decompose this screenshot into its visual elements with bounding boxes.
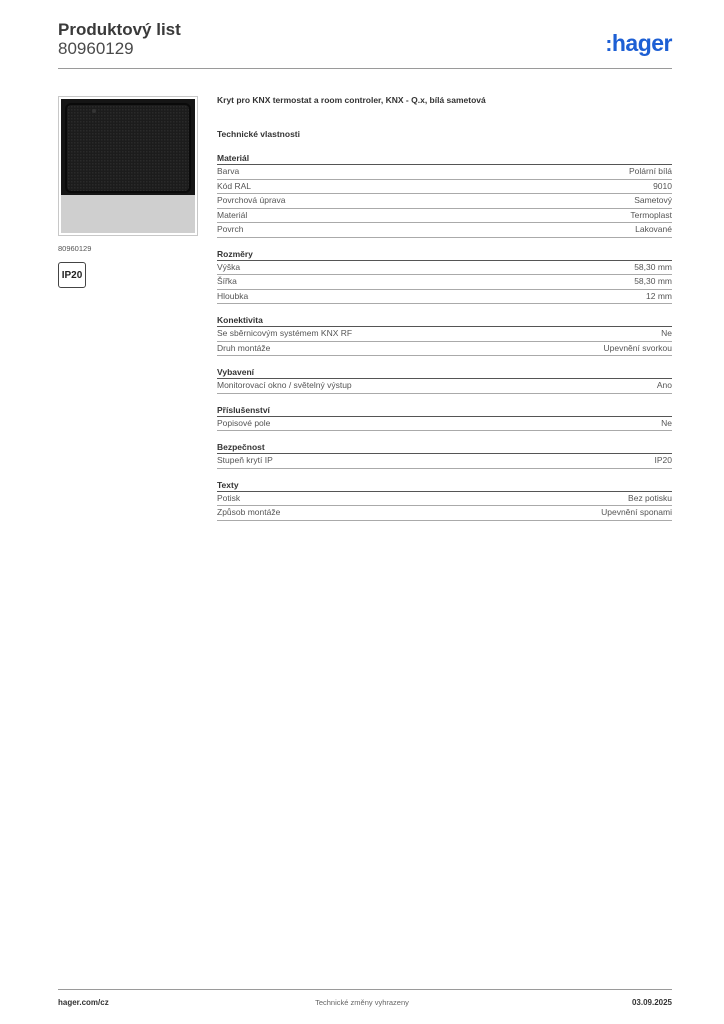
spec-label: Šířka bbox=[217, 276, 237, 286]
spec-value: Polární bílá bbox=[629, 166, 672, 176]
spec-group-title: Texty bbox=[217, 479, 672, 492]
spec-group-title: Konektivita bbox=[217, 314, 672, 327]
spec-row: Povrch Lakované bbox=[217, 223, 672, 238]
header-divider bbox=[58, 68, 672, 69]
specifications: Kryt pro KNX termostat a room controler,… bbox=[217, 94, 672, 531]
spec-label: Potisk bbox=[217, 492, 241, 503]
spec-label: Monitorovací okno / světelný výstup bbox=[217, 380, 352, 390]
footer-date: 03.09.2025 bbox=[631, 998, 672, 1007]
spec-label: Způsob montáže bbox=[217, 507, 281, 517]
spec-group-title: Rozměry bbox=[217, 248, 672, 261]
spec-label: Se sběrnicovým systémem KNX RF bbox=[217, 328, 353, 338]
spec-row: Se sběrnicovým systémem KNX RF Ne bbox=[217, 327, 672, 342]
footer-website[interactable]: hager.com/cz bbox=[58, 998, 109, 1007]
spec-value: 9010 bbox=[653, 180, 672, 191]
spec-group-title: Bezpečnost bbox=[217, 441, 672, 454]
spec-row: Stupeň krytí IP IP20 bbox=[217, 454, 672, 469]
spec-label: Výška bbox=[217, 261, 241, 272]
spec-row: Potisk Bez potisku bbox=[217, 492, 672, 506]
spec-value: Sametový bbox=[634, 195, 672, 205]
page-header: Produktový list 80960129 :hager bbox=[58, 20, 673, 70]
spec-value: IP20 bbox=[654, 455, 673, 465]
spec-label: Stupeň krytí IP bbox=[217, 455, 273, 465]
product-number: 80960129 bbox=[58, 39, 134, 58]
spec-value: Bez potisku bbox=[628, 492, 672, 503]
product-description: Kryt pro KNX termostat a room controler,… bbox=[217, 95, 486, 105]
image-caption: 80960129 bbox=[58, 244, 92, 253]
spec-row: Druh montáže Upevnění svorkou bbox=[217, 342, 672, 356]
spec-row: Povrchová úprava Sametový bbox=[217, 194, 672, 209]
ip-rating-badge: IP20 bbox=[58, 262, 86, 288]
spec-value: Ne bbox=[661, 328, 672, 338]
spec-label: Kód RAL bbox=[217, 180, 252, 191]
spec-row: Kód RAL 9010 bbox=[217, 180, 672, 194]
logo-text: hager bbox=[611, 30, 673, 56]
spec-label: Barva bbox=[217, 166, 240, 176]
spec-label: Popisové pole bbox=[217, 417, 271, 428]
spec-label: Hloubka bbox=[217, 290, 249, 301]
spec-label: Povrch bbox=[217, 224, 244, 234]
spec-value: Lakované bbox=[635, 224, 672, 234]
spec-row: Monitorovací okno / světelný výstup Ano bbox=[217, 379, 672, 394]
spec-label: Druh montáže bbox=[217, 342, 271, 353]
footer-divider bbox=[58, 989, 672, 990]
spec-row: Materiál Termoplast bbox=[217, 209, 672, 223]
spec-label: Povrchová úprava bbox=[217, 195, 286, 205]
spec-group-title: Materiál bbox=[217, 152, 672, 165]
hager-logo: :hager bbox=[605, 30, 673, 56]
spec-label: Materiál bbox=[217, 209, 248, 220]
spec-value: Termoplast bbox=[630, 209, 672, 220]
spec-value: Upevnění svorkou bbox=[603, 342, 672, 353]
spec-value: 58,30 mm bbox=[634, 276, 672, 286]
spec-value: 12 mm bbox=[646, 290, 672, 301]
spec-value: Ano bbox=[656, 380, 672, 390]
product-image bbox=[58, 96, 198, 236]
spec-value: Ne bbox=[661, 417, 672, 428]
spec-row: Hloubka 12 mm bbox=[217, 290, 672, 304]
spec-row: Výška 58,30 mm bbox=[217, 261, 672, 275]
spec-value: Upevnění sponami bbox=[601, 507, 672, 517]
spec-group-title: Příslušenství bbox=[217, 404, 672, 417]
spec-row: Způsob montáže Upevnění sponami bbox=[217, 506, 672, 521]
spec-row: Popisové pole Ne bbox=[217, 417, 672, 431]
section-heading: Technické vlastnosti bbox=[217, 129, 300, 139]
spec-row: Barva Polární bílá bbox=[217, 165, 672, 180]
spec-group-title: Vybavení bbox=[217, 366, 672, 379]
spec-row: Šířka 58,30 mm bbox=[217, 275, 672, 290]
footer-notice: Technické změny vyhrazeny bbox=[315, 998, 409, 1007]
document-title: Produktový list bbox=[58, 20, 181, 39]
spec-value: 58,30 mm bbox=[634, 261, 672, 272]
